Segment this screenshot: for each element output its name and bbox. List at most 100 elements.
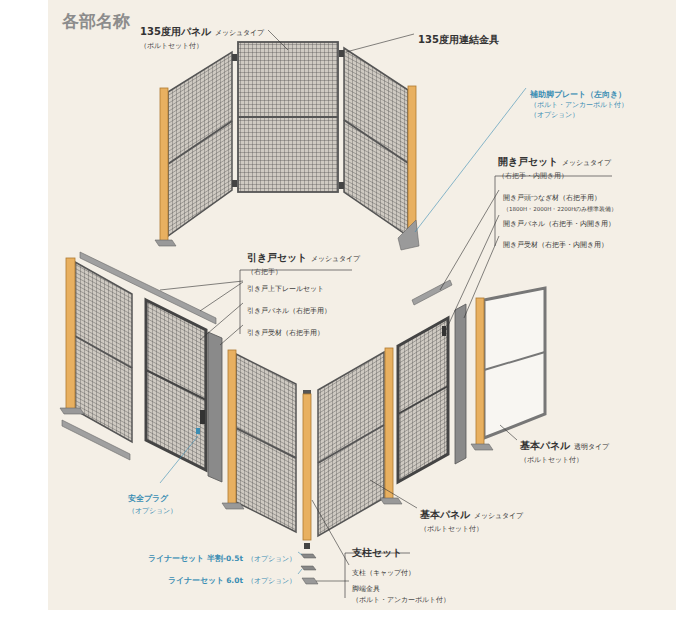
label-line: 支柱セット <box>352 541 402 560</box>
label-line: 基本パネルメッシュタイプ <box>420 503 523 522</box>
leader-line <box>298 552 302 555</box>
door-receiver <box>208 332 222 482</box>
part-label: （右把手） <box>247 268 282 276</box>
part-label: 支柱（キャップ付） <box>352 569 415 577</box>
liner <box>301 566 316 570</box>
mesh-panel <box>168 52 232 236</box>
joint-bracket <box>339 50 344 57</box>
label-line: ライナーセット 半割-0.5t （オプション） <box>148 546 296 565</box>
door-handle <box>442 326 446 336</box>
part-label: 引き戸上下レールセット <box>247 285 324 293</box>
safety-plug <box>196 428 200 434</box>
mesh-panel <box>238 42 338 192</box>
joint-bracket <box>232 54 237 61</box>
mesh-panel <box>236 354 296 532</box>
leader-line <box>220 325 243 345</box>
part-label: 引き戸セット <box>247 252 307 263</box>
leader-line <box>464 236 499 318</box>
mesh-panel <box>75 262 132 442</box>
leader-line <box>200 303 243 340</box>
clear-panel <box>484 288 545 438</box>
part-label: 基本パネル <box>420 509 470 520</box>
mesh-panel <box>318 352 384 536</box>
label-line: 開き戸頭つなぎ材（右把手用） <box>503 185 601 204</box>
part-label: ライナーセット 6.0t <box>168 576 243 585</box>
joint-bracket <box>232 180 237 187</box>
part-label: メッシュタイプ <box>562 159 611 167</box>
part-label: （ボルトセット付） <box>520 456 583 464</box>
part-label: （1800H・2000H・2200Hのみ標準装備） <box>503 206 617 212</box>
leader-line <box>440 190 499 290</box>
label-line: 補助脚プレート（左向き） <box>530 82 626 101</box>
label-line: 開き戸セットメッシュタイプ <box>498 150 611 169</box>
part-label: メッシュタイプ <box>474 512 523 520</box>
label-line: 引き戸上下レールセット <box>247 276 324 295</box>
option-leader-lines <box>160 88 526 574</box>
foot-bracket <box>302 578 318 584</box>
leader-line <box>500 425 517 440</box>
label-line: 開き戸パネル（右把手・内開き用） <box>503 211 615 230</box>
part-label: （ボルトセット付） <box>420 525 483 533</box>
leader-line <box>346 34 414 52</box>
label-line: 支柱（キャップ付） <box>352 560 415 579</box>
panel-bar <box>236 428 296 458</box>
leader-line <box>370 480 417 508</box>
part-label: 開き戸受材（右把手・内開き用） <box>503 241 608 249</box>
bottom-rail <box>62 420 130 460</box>
part-label: 開き戸パネル（右把手・内開き用） <box>503 220 615 228</box>
part-label: 135度用パネル <box>140 26 211 37</box>
label-line: 135度用連結金具 <box>418 28 499 47</box>
foot-bracket <box>155 240 176 246</box>
part-label: 補助脚プレート（左向き） <box>530 90 626 99</box>
foot-plate <box>398 220 419 250</box>
part-label: （右把手・内開き用） <box>498 172 568 180</box>
part-label: 開き戸セット <box>498 156 558 167</box>
label-line: 引き戸セットメッシュタイプ <box>247 246 360 265</box>
part-label: ライナーセット 半割-0.5t <box>148 554 243 563</box>
leader-lines <box>160 30 517 581</box>
leader-line <box>312 500 349 565</box>
post <box>66 258 75 410</box>
door-receiver <box>455 304 466 464</box>
post <box>408 86 416 242</box>
part-label: （オプション） <box>530 111 579 119</box>
part-label: （オプション） <box>247 577 296 585</box>
background-panel <box>48 0 676 610</box>
part-label: （オプション） <box>247 555 296 563</box>
bolt <box>304 543 310 549</box>
label-line: 基本パネル透明タイプ <box>520 434 609 453</box>
liner-half <box>301 554 316 558</box>
part-label: （ボルト・アンカーボルト付） <box>352 596 450 604</box>
foot-bracket <box>60 408 84 414</box>
part-label: 脚端金具 <box>352 585 380 593</box>
part-label: メッシュタイプ <box>311 255 360 263</box>
part-label: 透明タイプ <box>574 443 609 451</box>
sliding-door <box>146 300 206 470</box>
panel-bar <box>75 336 132 368</box>
part-label: 引き戸受材（右把手用） <box>247 329 324 337</box>
post <box>160 88 168 242</box>
part-label: 支柱セット <box>352 547 402 558</box>
part-label: （ボルト・アンカーボルト付） <box>530 101 628 109</box>
part-label: 135度用連結金具 <box>418 34 499 45</box>
leader-line <box>200 282 243 311</box>
post <box>228 350 236 505</box>
page-title: 各部名称 <box>62 10 130 33</box>
part-label: （ボルトセット付） <box>140 42 203 50</box>
panel-bar <box>398 386 448 414</box>
pole-cap <box>303 390 311 394</box>
label-line: 安全プラグ <box>128 486 168 505</box>
leader-line <box>316 581 349 582</box>
joint-bracket <box>339 182 344 189</box>
panel-bar <box>344 120 408 163</box>
group-bracket <box>240 270 352 334</box>
label-line: 脚端金具 <box>352 576 380 595</box>
part-label: メッシュタイプ <box>215 29 264 37</box>
part-label: 基本パネル <box>520 440 570 451</box>
label-line: 135度用パネルメッシュタイプ <box>140 20 264 39</box>
hinged-door <box>398 318 448 482</box>
panel-bar <box>318 425 384 463</box>
part-label: 引き戸パネル（右把手用） <box>247 307 331 315</box>
leader-line <box>268 30 288 50</box>
